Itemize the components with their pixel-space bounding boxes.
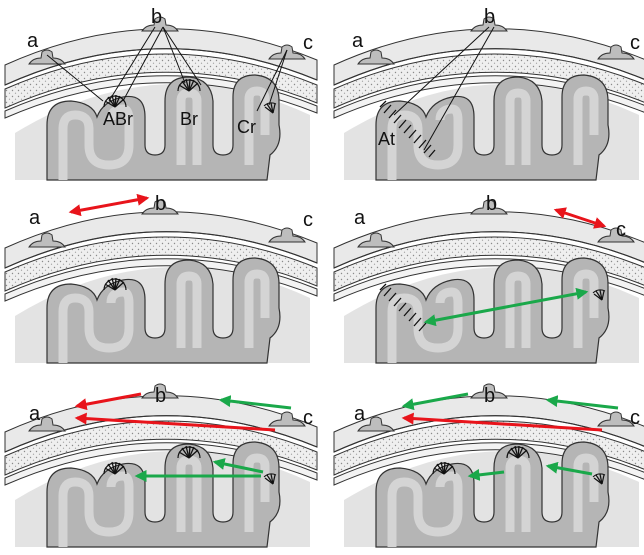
region-label-Br: Br [180,109,198,129]
electrode-label-b: b [155,193,166,215]
red-arrow-a-b [71,198,147,212]
panel-top-right: a b c At [334,6,644,180]
electrode-label-b: b [151,6,162,28]
electrode-label-b: b [155,385,166,407]
panel-middle-right: a b c [334,193,644,363]
panel-bottom-left: a b c [5,384,317,547]
region-label-Cr: Cr [237,117,256,137]
electrode-label-c: c [616,219,626,241]
electrode-label-c: c [630,32,640,54]
electrode-label-a: a [29,403,41,425]
electrode-label-a: a [27,30,39,52]
region-label-At: At [378,129,395,149]
panel-top-left: a b c ABr Br Cr [5,6,317,180]
electrode-label-c: c [303,209,313,231]
electrode-label-b: b [484,385,495,407]
electrode-label-a: a [352,30,364,52]
electrode-label-a: a [354,207,366,229]
electrode-label-b: b [486,193,497,215]
electrode-label-c: c [303,32,313,54]
region-label-ABr: ABr [103,109,133,129]
electrode-label-a: a [354,403,366,425]
electrode-label-b: b [484,6,495,28]
panel-middle-left: a b c [5,193,317,363]
electrode-label-c: c [303,407,313,429]
panel-bottom-right: a b c [334,384,644,547]
electrode-label-c: c [630,407,640,429]
electrode-label-a: a [29,207,41,229]
